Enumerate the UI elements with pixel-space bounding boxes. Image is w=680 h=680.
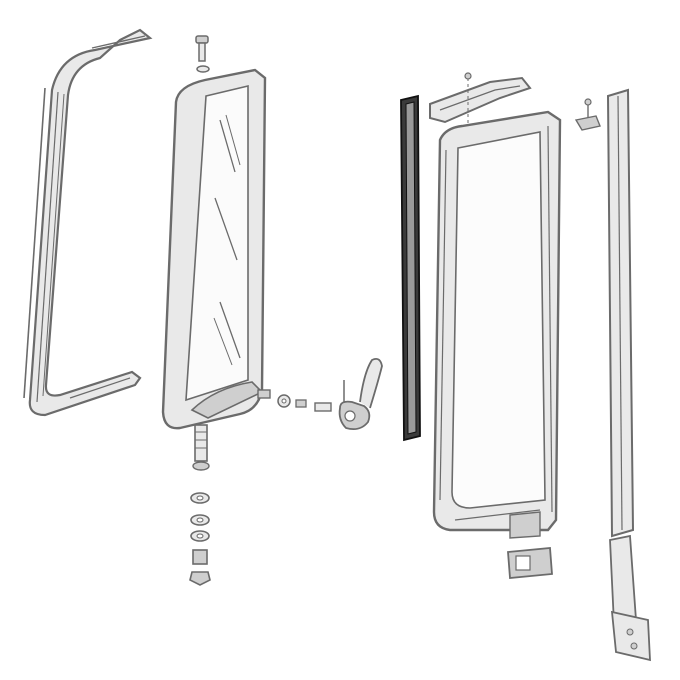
outer-seal-frame xyxy=(23,28,153,417)
mount-screw-clip xyxy=(574,98,601,131)
latch-handle xyxy=(277,357,383,431)
upper-clip xyxy=(429,72,532,140)
vent-wing-glass-frame xyxy=(161,68,271,430)
lower-pivot-assembly xyxy=(189,424,211,586)
pivot-stud-screw xyxy=(195,35,210,73)
door-window-frame xyxy=(432,110,562,539)
rear-run-channel xyxy=(606,88,637,626)
division-bar-channel xyxy=(400,94,421,442)
frame-bracket xyxy=(507,547,651,662)
